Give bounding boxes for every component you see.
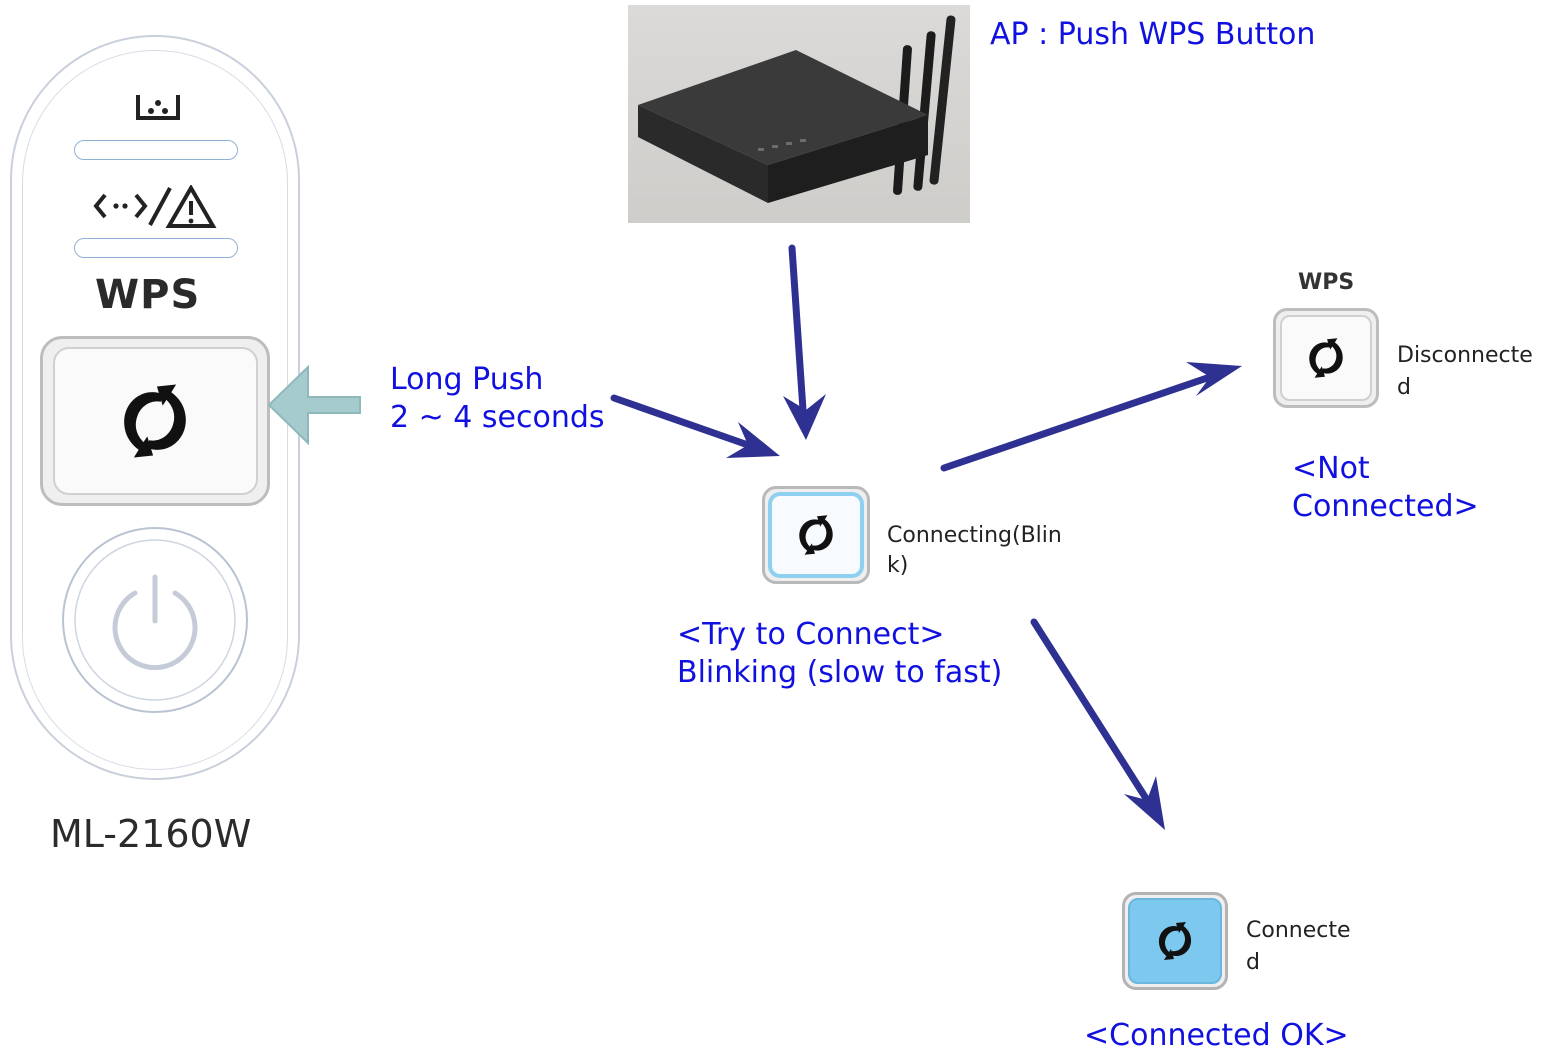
arrowhead-connected [1124, 776, 1165, 830]
router-image [628, 5, 970, 223]
disconnected-wps-label: WPS [1298, 270, 1355, 295]
connecting-status-line2: k) [887, 553, 909, 578]
wps-connecting-led-ring [768, 492, 864, 578]
connected-status-line2: d [1246, 950, 1260, 975]
power-icon [112, 574, 198, 671]
long-push-line2: 2 ~ 4 seconds [390, 400, 605, 435]
connecting-caption-line2: Blinking (slow to fast) [677, 655, 1003, 690]
wps-button-face [52, 347, 258, 495]
disconnected-caption: <Not Connected> [1292, 451, 1479, 524]
router-photo [628, 5, 970, 223]
arrow-to-connected [1030, 618, 1151, 804]
panel-wps-label: WPS [95, 272, 201, 318]
printer-model-label: ML-2160W [50, 812, 252, 856]
arrow-to-disconnected [940, 373, 1214, 472]
disconnected-status-line1: Disconnecte [1397, 343, 1533, 368]
disconnected-status-line2: d [1397, 375, 1411, 400]
connecting-status-line1: Connecting(Blin [887, 523, 1062, 548]
network-error-icon [93, 185, 217, 228]
arrow-ap-to-connecting [788, 244, 807, 414]
wps-disconnected-face [1280, 315, 1372, 401]
long-push-line1: Long Push [390, 362, 544, 397]
arrowhead-push [726, 422, 780, 458]
toner-icon [136, 95, 180, 120]
wps-connected-button [1122, 892, 1228, 990]
wps-disconnected-button [1273, 308, 1379, 408]
toner-led [74, 140, 238, 160]
wps-icon [1158, 922, 1192, 960]
network-led [74, 238, 238, 258]
wps-connecting-button [762, 486, 870, 584]
arrowhead-ap [783, 394, 826, 440]
wps-icon [1309, 338, 1343, 378]
connected-status-line1: Connecte [1246, 918, 1351, 943]
power-button[interactable] [60, 525, 250, 715]
press-hint-arrow [267, 364, 361, 446]
connecting-caption-line1: <Try to Connect> [677, 617, 945, 652]
wps-icon [799, 515, 833, 555]
arrow-push-to-connecting [610, 394, 752, 449]
arrowhead-disconnected [1186, 362, 1242, 396]
wps-icon [124, 384, 186, 458]
wps-button[interactable] [40, 336, 270, 506]
wps-connected-led [1128, 898, 1222, 984]
connected-caption: <Connected OK> [1084, 1018, 1349, 1053]
ap-instruction: AP : Push WPS Button [990, 17, 1316, 52]
